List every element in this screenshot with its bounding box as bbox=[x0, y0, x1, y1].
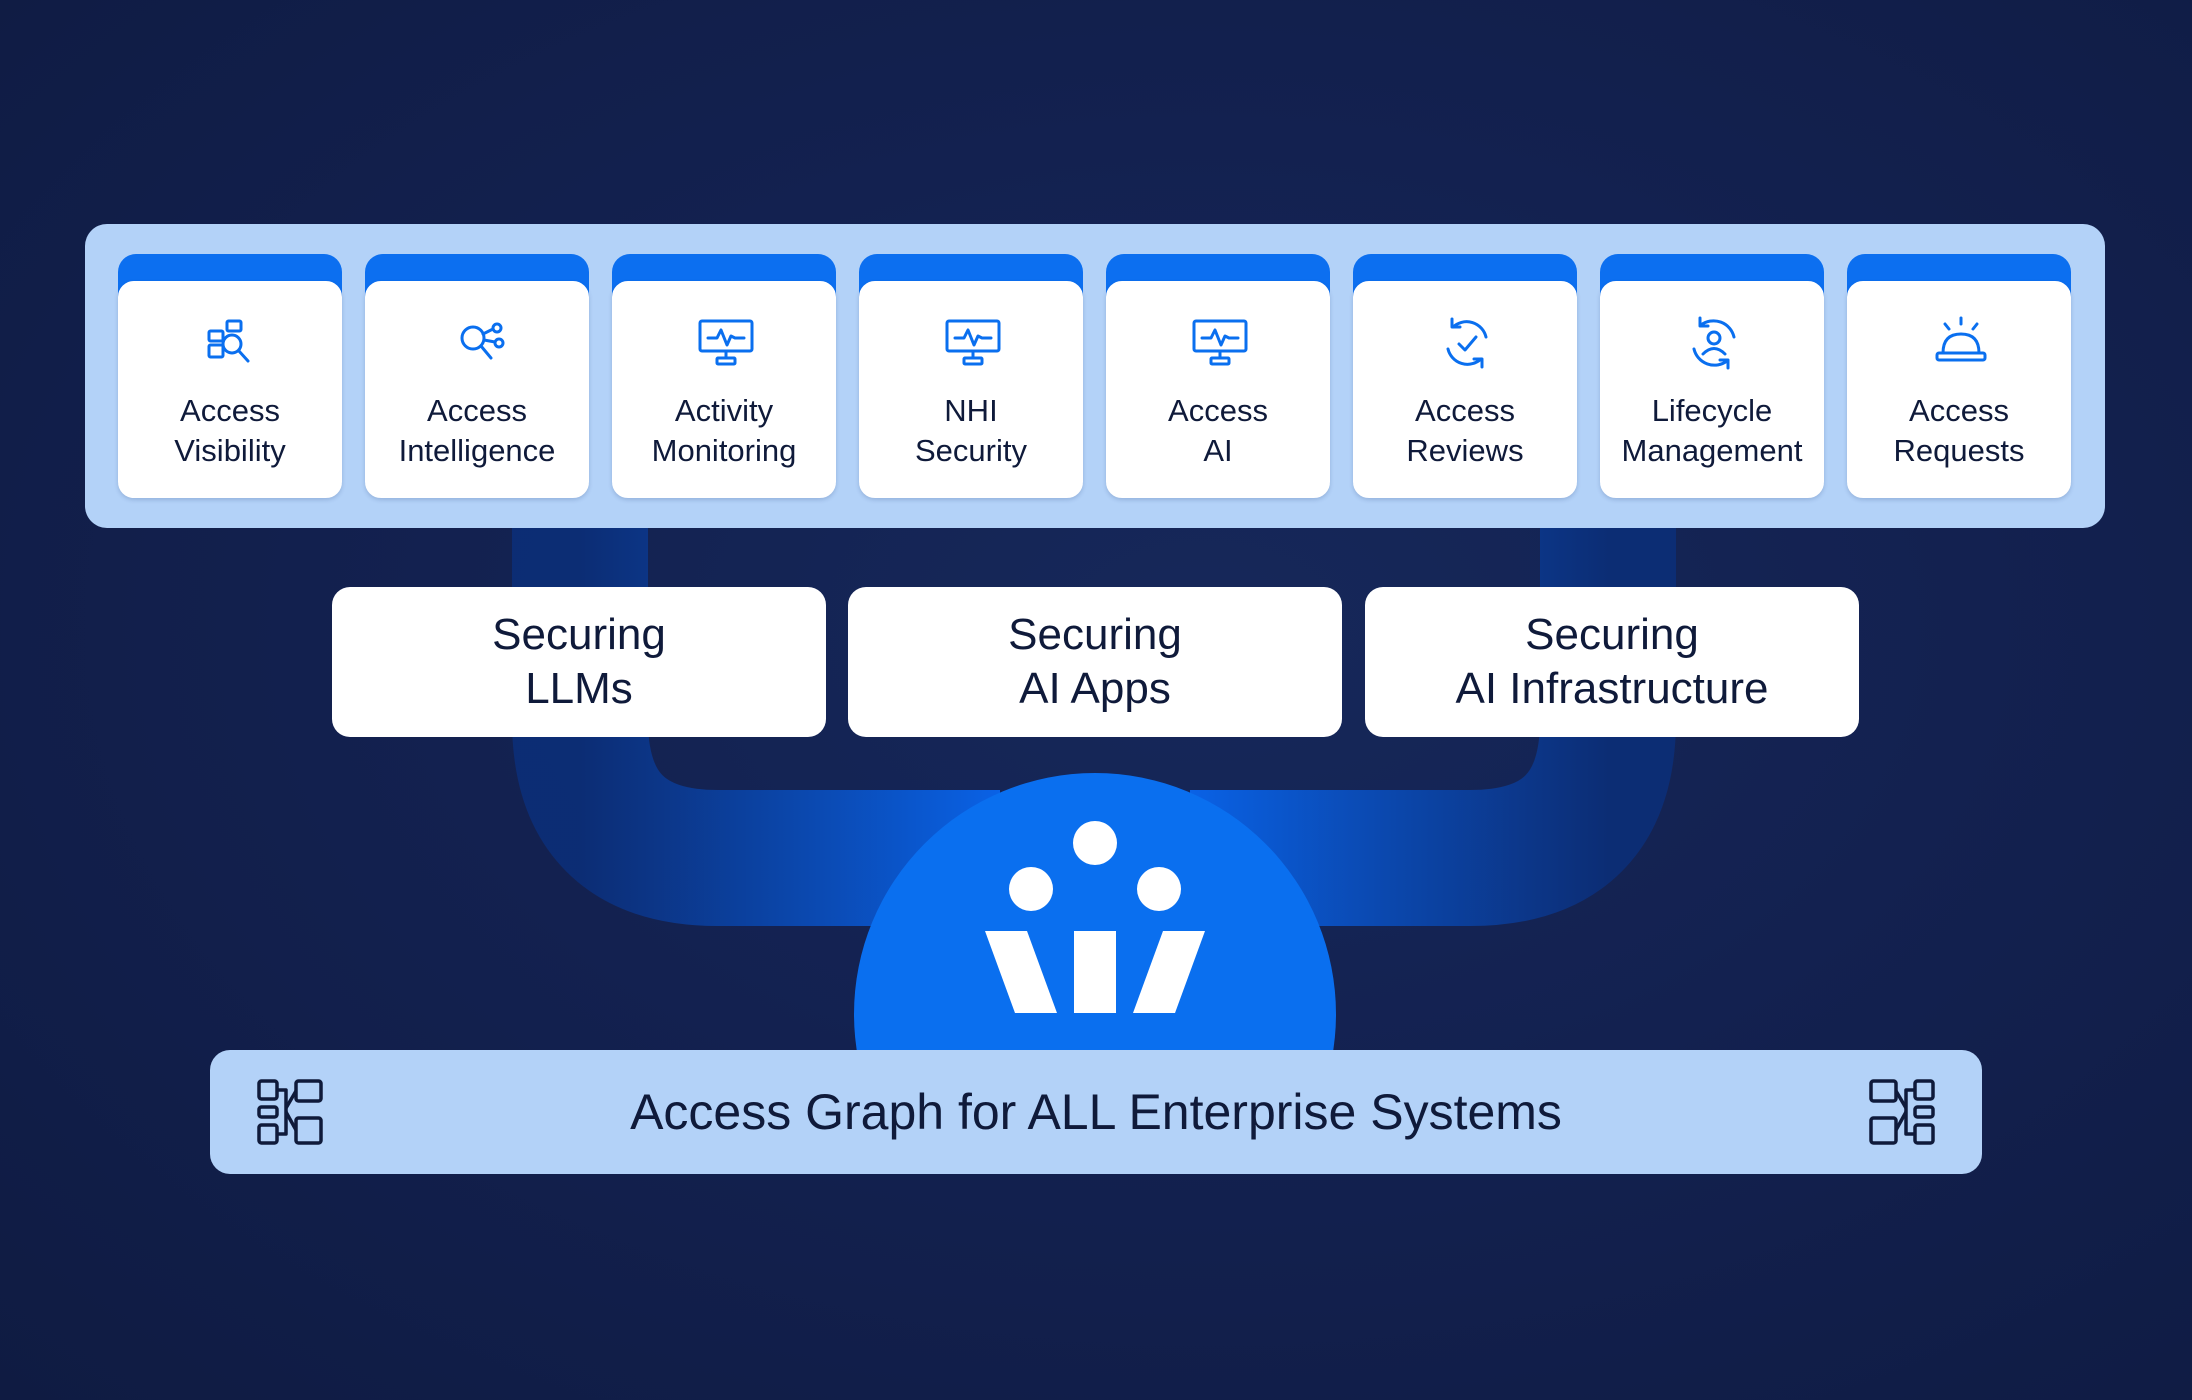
capability-label-line2: Management bbox=[1621, 433, 1803, 468]
pillar-securing-ai-infrastructure[interactable]: Securing AI Infrastructure bbox=[1365, 587, 1859, 737]
capability-card-body: Access AI bbox=[1106, 281, 1330, 498]
pillar-label-line1: Securing bbox=[492, 610, 666, 659]
pillar-securing-ai-apps[interactable]: Securing AI Apps bbox=[848, 587, 1342, 737]
capability-card-access-ai[interactable]: Access AI bbox=[1106, 254, 1330, 498]
capability-label-line2: Visibility bbox=[174, 433, 286, 468]
capability-card-body: NHI Security bbox=[859, 281, 1083, 498]
pillar-label-line1: Securing bbox=[1008, 610, 1182, 659]
pillar-label-line1: Securing bbox=[1525, 610, 1699, 659]
capability-card-access-requests[interactable]: Access Requests bbox=[1847, 254, 2071, 498]
capability-label: NHI Security bbox=[861, 391, 1081, 471]
capability-label-line2: Intelligence bbox=[398, 433, 556, 468]
search-network-icon bbox=[451, 315, 507, 371]
capability-card-body: Access Requests bbox=[1847, 281, 2071, 498]
capability-card-body: Access Intelligence bbox=[365, 281, 589, 498]
capability-label-line1: Access bbox=[180, 393, 280, 428]
hub-dome bbox=[854, 773, 1336, 1073]
capability-card-access-visibility[interactable]: Access Visibility bbox=[118, 254, 342, 498]
pillar-label-line2: LLMs bbox=[525, 664, 633, 713]
foundation-bar: Access Graph for ALL Enterprise Systems bbox=[210, 1050, 1982, 1174]
capability-card-lifecycle-management[interactable]: Lifecycle Management bbox=[1600, 254, 1824, 498]
graph-nodes-icon bbox=[1868, 1078, 1936, 1146]
graph-nodes-icon bbox=[256, 1078, 324, 1146]
pipe-left bbox=[512, 520, 1000, 926]
capability-label: Access Reviews bbox=[1355, 391, 1575, 471]
capability-label-line1: Access bbox=[1909, 393, 2009, 428]
brand-logo-icon bbox=[985, 821, 1205, 1013]
capability-label-line1: Access bbox=[1168, 393, 1268, 428]
capability-card-access-reviews[interactable]: Access Reviews bbox=[1353, 254, 1577, 498]
capability-card-body: Activity Monitoring bbox=[612, 281, 836, 498]
capability-label: Access AI bbox=[1108, 391, 1328, 471]
capability-label-line1: Access bbox=[427, 393, 527, 428]
service-bell-icon bbox=[1933, 315, 1989, 371]
capability-card-body: Access Reviews bbox=[1353, 281, 1577, 498]
capability-card-body: Access Visibility bbox=[118, 281, 342, 498]
capability-label-line1: Activity bbox=[674, 393, 774, 428]
capability-label: Access Intelligence bbox=[367, 391, 587, 471]
foundation-title: Access Graph for ALL Enterprise Systems bbox=[630, 1084, 1562, 1140]
capability-label-line1: Access bbox=[1415, 393, 1515, 428]
pillar-label-line2: AI Infrastructure bbox=[1455, 664, 1769, 713]
capability-label-line2: Monitoring bbox=[651, 433, 797, 468]
capability-label-line2: AI bbox=[1203, 433, 1233, 468]
capability-label-line1: NHI bbox=[944, 393, 998, 428]
pillar-label-line2: AI Apps bbox=[1019, 664, 1171, 713]
capability-label: Access Visibility bbox=[120, 391, 340, 471]
capability-card-body: Lifecycle Management bbox=[1600, 281, 1824, 498]
capability-label-line2: Reviews bbox=[1406, 433, 1524, 468]
capability-card-activity-monitoring[interactable]: Activity Monitoring bbox=[612, 254, 836, 498]
capability-label-line2: Security bbox=[915, 433, 1027, 468]
monitor-pulse-icon bbox=[945, 315, 1001, 371]
user-cycle-icon bbox=[1686, 315, 1742, 371]
monitor-pulse-icon bbox=[1192, 315, 1248, 371]
refresh-check-icon bbox=[1439, 315, 1495, 371]
capability-label-line1: Lifecycle bbox=[1651, 393, 1773, 428]
search-documents-icon bbox=[204, 315, 260, 371]
pipe-right bbox=[1190, 520, 1676, 926]
capability-label: Lifecycle Management bbox=[1602, 391, 1822, 471]
capability-label: Activity Monitoring bbox=[614, 391, 834, 471]
monitor-pulse-icon bbox=[698, 315, 754, 371]
pillar-securing-llms[interactable]: Securing LLMs bbox=[332, 587, 826, 737]
capability-label-line2: Requests bbox=[1893, 433, 2025, 468]
capability-card-nhi-security[interactable]: NHI Security bbox=[859, 254, 1083, 498]
capability-card-access-intelligence[interactable]: Access Intelligence bbox=[365, 254, 589, 498]
capability-label: Access Requests bbox=[1849, 391, 2069, 471]
capabilities-panel: Access Visibility A bbox=[85, 224, 2105, 528]
